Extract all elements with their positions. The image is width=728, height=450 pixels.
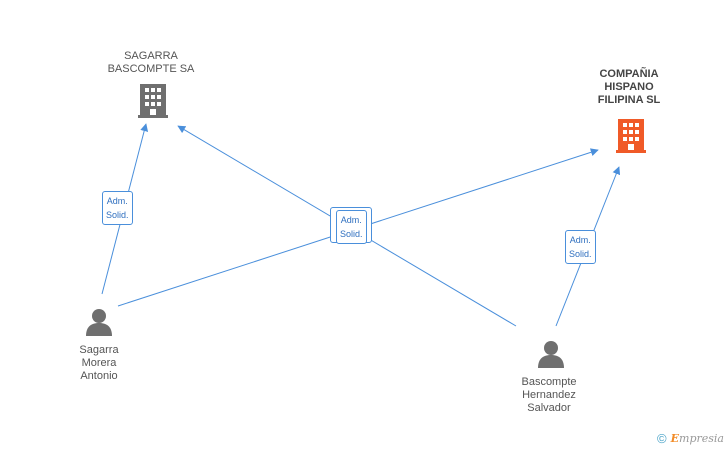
person-name-line: Morera — [81, 357, 117, 369]
person-name-line: Sagarra — [79, 344, 119, 356]
person-label-sagarra-morera[interactable]: Sagarra Morera Antonio — [54, 344, 144, 383]
person-name-line: Hernandez — [522, 389, 576, 401]
person-icon — [86, 309, 112, 336]
company-name-line: HISPANO — [604, 81, 654, 93]
relation-label-line: Adm. — [569, 235, 591, 245]
relation-label-line: Solid. — [106, 210, 129, 220]
relation-label-line: Adm. — [340, 215, 362, 225]
relation-label[interactable]: Adm. Solid. — [565, 230, 596, 264]
footer-brand[interactable]: © Empresia — [657, 431, 724, 446]
relation-label-line: Adm. — [106, 196, 128, 206]
company-name-line: FILIPINA SL — [597, 94, 661, 106]
company-name-line: COMPAÑIA — [599, 68, 659, 80]
person-name-line: Salvador — [527, 402, 571, 414]
copyright-icon: © — [657, 431, 667, 446]
company-name-line: SAGARRA — [124, 50, 178, 62]
relation-label-line: Solid. — [569, 249, 592, 259]
company-name-line: BASCOMPTE SA — [107, 63, 195, 75]
person-label-bascompte-hernandez[interactable]: Bascompte Hernandez Salvador — [504, 376, 594, 415]
empresia-logo: Empresia — [670, 432, 724, 445]
company-label-sagarra-bascompte[interactable]: SAGARRA BASCOMPTE SA — [96, 50, 206, 76]
relation-label-line: Solid. — [340, 229, 363, 239]
person-name-line: Antonio — [80, 370, 118, 382]
company-label-compania-hispano[interactable]: COMPAÑIA HISPANO FILIPINA SL — [576, 68, 682, 107]
relation-label[interactable]: Adm. Solid. — [102, 191, 133, 225]
building-icon — [138, 84, 168, 118]
building-icon — [616, 119, 646, 153]
relation-label[interactable]: Adm. Solid. — [336, 210, 367, 244]
person-name-line: Bascompte — [521, 376, 577, 388]
person-icon — [538, 341, 564, 368]
